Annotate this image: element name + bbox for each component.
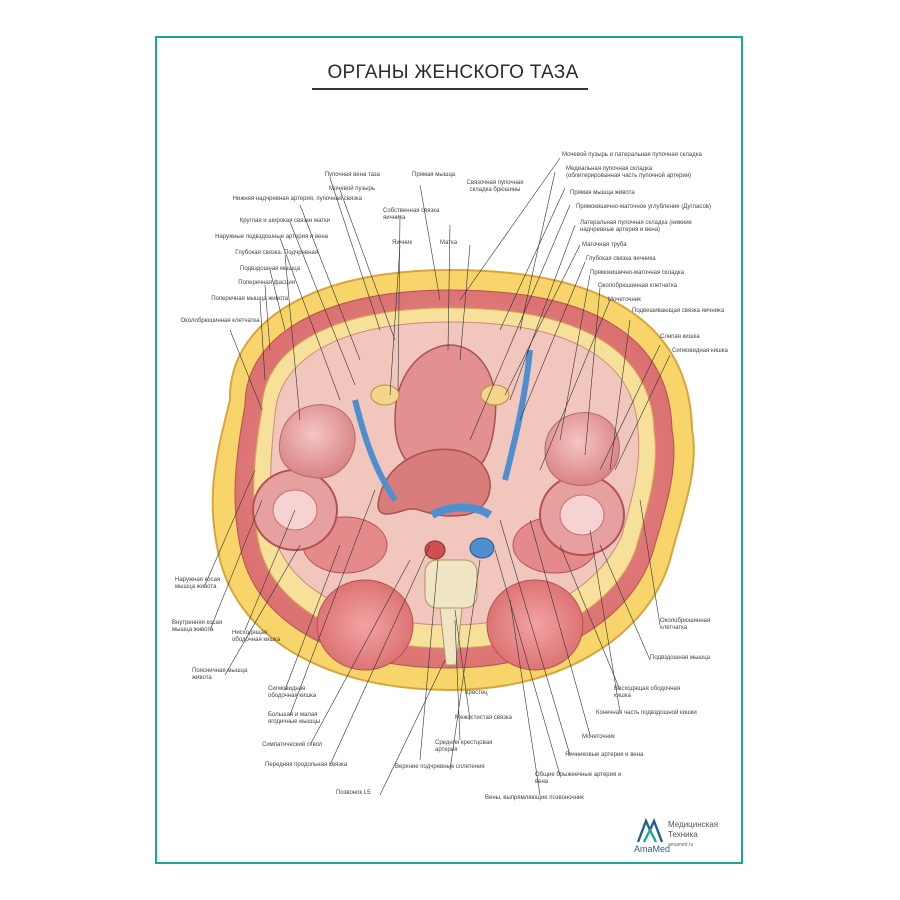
label-external-iliac-vessels: Наружные подвздошные артерия и вена: [215, 234, 328, 240]
label-uterus: Матка: [440, 240, 458, 246]
label-bladder: Мочевой пузырь: [329, 186, 375, 192]
label-sigmoid-colon-left: Сигмовидная ободочная кишка: [268, 686, 317, 699]
label-extraperitoneal-tissue-left: Околобрюшинная клетчатка: [180, 318, 260, 324]
label-median-sacral-artery: Средняя крестцовая артерия: [435, 740, 493, 753]
label-ureter-bottom: Мочеточник: [582, 734, 615, 740]
label-fallopian-tube: Маточная труба: [582, 242, 627, 248]
label-rectus-abdominis: Прямая мышца живота: [570, 190, 635, 196]
label-internal-oblique: Внутренняя косая мышца живота: [172, 620, 223, 633]
label-ovarian-ligament: Собственная связка яичника: [383, 208, 440, 221]
label-ureter-top: Мочеточник: [608, 297, 641, 303]
label-bladder-lateral-fold: Мочевой пузырь и латеральная пупочная ск…: [562, 152, 702, 158]
label-umbilical-vein: Пупочная вена таза: [324, 172, 380, 178]
brand-url: amamed.ru: [668, 842, 694, 848]
label-external-oblique: Наружная косая мышца живота: [175, 577, 221, 590]
label-descending-colon: Нисходящая ободочная кишка: [232, 630, 281, 643]
label-mesenteric-vessels: Общие брыжеечные артерия и вена: [535, 772, 622, 785]
left-iliac-vein: [352, 399, 398, 502]
label-vertebra-l5: Позвонок L5: [336, 790, 371, 796]
label-cecum: Слепая кишка: [660, 334, 700, 340]
vena-cava-section: [469, 537, 495, 559]
vertebra-l5: [424, 559, 478, 609]
right-ovary: [480, 384, 510, 406]
label-rectus-muscle: Прямая мышца: [412, 172, 456, 178]
label-suspensory-ligament: Подвешивающая связка яичника: [632, 308, 725, 314]
right-gut-loop: [544, 412, 620, 487]
label-sympathetic-trunk: Симпатический ствол: [262, 742, 323, 748]
label-lateral-umbilical-fold: Латеральная пупочная складка (нижние над…: [580, 220, 692, 233]
right-paravertebral-muscle: [486, 579, 584, 671]
label-sigmoid-colon-right: Сигмовидная кишка: [672, 348, 728, 354]
label-round-broad-ligaments: Круглая и широкая связки матки: [239, 218, 330, 224]
label-gluteal-muscles: Большая и малая ягодичные мышцы: [268, 712, 321, 725]
page-title: ОРГАНЫ ЖЕНСКОГО ТАЗА: [327, 62, 579, 83]
label-umbilical-fold: Связочная пупочная складка брюшины: [466, 180, 524, 193]
label-terminal-ileum: Конечная часть подвздошной кишки: [596, 710, 697, 716]
label-extraperitoneal-tissue-lower: Околобрюшинная клетчатка: [660, 618, 711, 631]
label-interspinous-ligament: Межостистая связка: [455, 715, 512, 721]
label-erector-spinae: Вены, выпрямляющие позвоночник: [485, 795, 584, 801]
label-inferior-epigastric-artery: Нижняя надчревная артерия, пупочная связ…: [232, 196, 362, 202]
left-paravertebral-muscle: [316, 579, 414, 671]
amamed-logo-icon: [636, 818, 664, 843]
label-transversalis-fascia: Поперечная фасция: [238, 280, 295, 286]
right-iliac-vein: [502, 349, 533, 481]
label-deep-ligament: Глубокая связка. Подчревная: [235, 250, 318, 256]
label-rectouterine-fold: Прямокишечно-маточная складка: [590, 270, 685, 276]
label-transverse-abdominis: Поперечная мышца живота: [211, 296, 288, 302]
label-rectouterine-pouch: Прямокишечно-маточное углубление (Дуглас…: [576, 204, 711, 210]
label-anterior-longitudinal-ligament: Передняя продольная связка: [265, 762, 348, 768]
label-iliacus-right: Подвздошная мышца: [650, 655, 710, 661]
leader-lines: [204, 157, 671, 796]
left-gut-loop: [278, 404, 356, 479]
label-iliacus-muscle: Подвздошная мышца: [240, 266, 300, 272]
label-deep-ovarian-ligament: Глубокая связка яичника: [586, 256, 656, 262]
label-ovary: Яичник: [392, 240, 413, 246]
label-sacrum: Крестец: [465, 690, 488, 696]
label-medial-umbilical-fold: Медиальная пупочная складка (облитериров…: [566, 166, 692, 179]
logo-text: AmaMed: [634, 844, 671, 854]
label-psoas: Поясничная мышца живота: [192, 668, 248, 681]
title-underline: [312, 88, 588, 90]
brand-line-1: Медицинская: [668, 820, 719, 829]
label-superior-hypogastric-plexus: Верхние подчревные сплетения: [395, 764, 485, 770]
left-ovary: [370, 384, 400, 406]
label-extraperitoneal-tissue-right: Околобрюшинная клетчатка: [598, 283, 678, 289]
label-ascending-colon: Восходящая ободочная кишка: [614, 686, 681, 699]
brand-line-2: Техника: [668, 830, 698, 839]
label-ovarian-vessels: Яичниковые артерия и вена: [565, 752, 644, 758]
inferior-vena-cava: [430, 503, 493, 519]
